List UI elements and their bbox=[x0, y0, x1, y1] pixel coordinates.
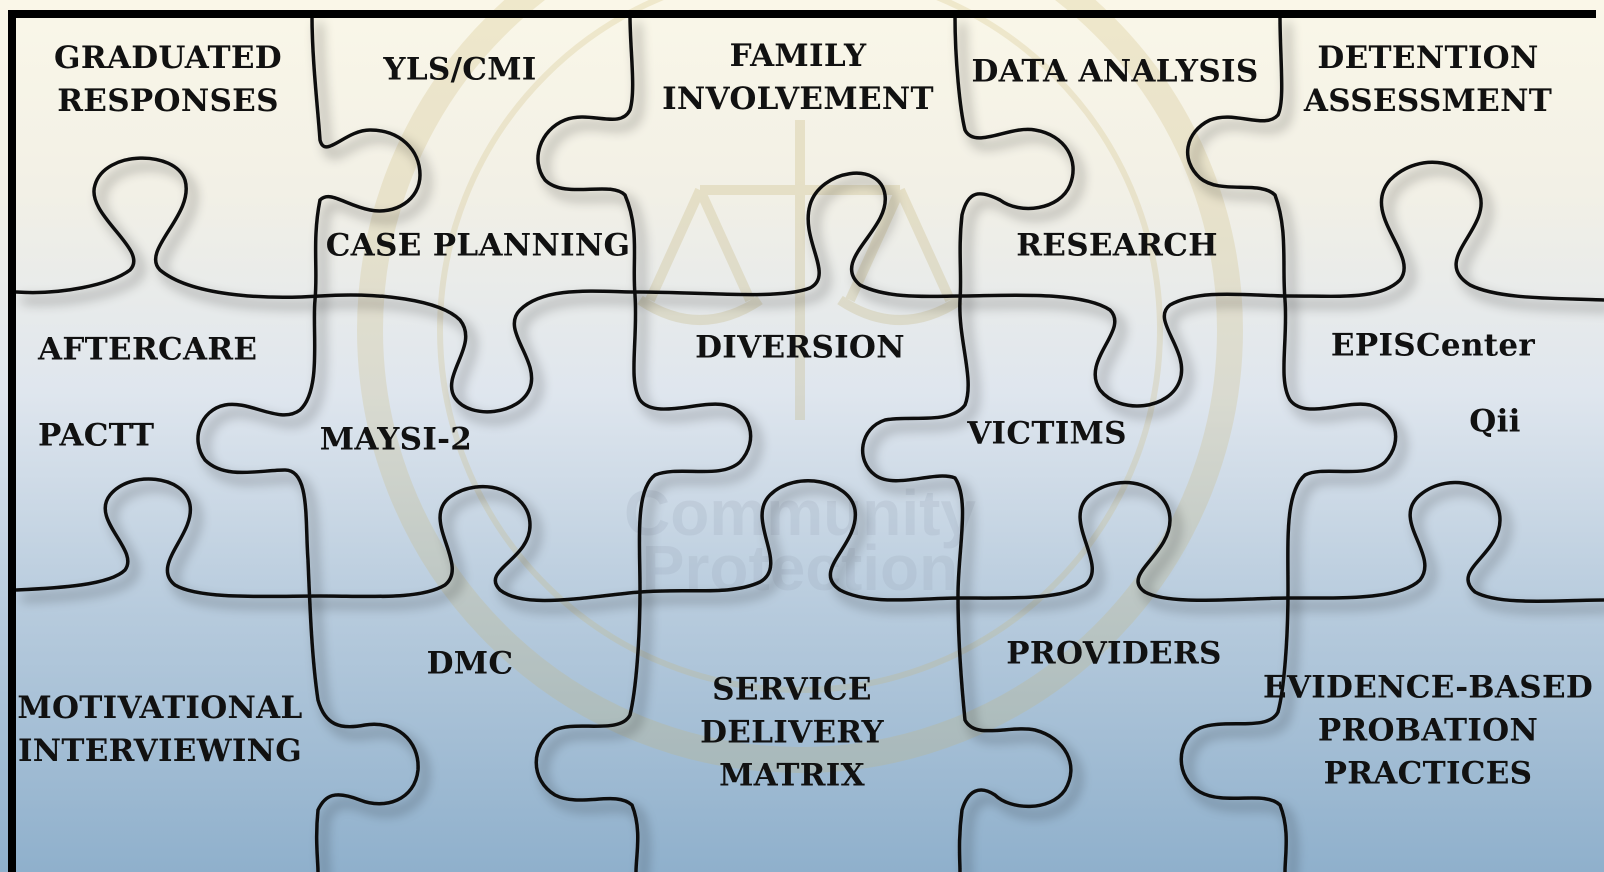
piece-data-analysis: DATA ANALYSIS bbox=[971, 53, 1259, 90]
piece-victims: VICTIMS bbox=[967, 415, 1127, 452]
piece-diversion: DIVERSION bbox=[695, 329, 905, 366]
seam-vertical-2 bbox=[534, 14, 753, 872]
piece-episcenter: EPISCenter bbox=[1330, 327, 1536, 364]
piece-dmc: DMC bbox=[426, 645, 514, 682]
piece-pactt: PACTT bbox=[38, 417, 155, 454]
seam-vertical-4 bbox=[1179, 14, 1398, 872]
watermark-center-line1: Community bbox=[624, 477, 976, 549]
seam-vertical-1 bbox=[196, 14, 422, 872]
piece-yls-cmi: YLS/CMI bbox=[383, 51, 537, 88]
seam-horizontal-2 bbox=[14, 477, 1604, 603]
seam-horizontal-1 bbox=[14, 156, 1604, 414]
piece-case-planning: CASE PLANNING bbox=[325, 227, 631, 264]
piece-providers: PROVIDERS bbox=[1006, 635, 1222, 672]
piece-aftercare: AFTERCARE bbox=[38, 331, 258, 368]
piece-research: RESEARCH bbox=[1016, 227, 1218, 264]
piece-qii: Qii bbox=[1469, 403, 1521, 440]
seam-vertical-3 bbox=[860, 14, 1075, 872]
frame-border bbox=[8, 10, 1596, 872]
piece-maysi-2: MAYSI-2 bbox=[319, 421, 473, 458]
